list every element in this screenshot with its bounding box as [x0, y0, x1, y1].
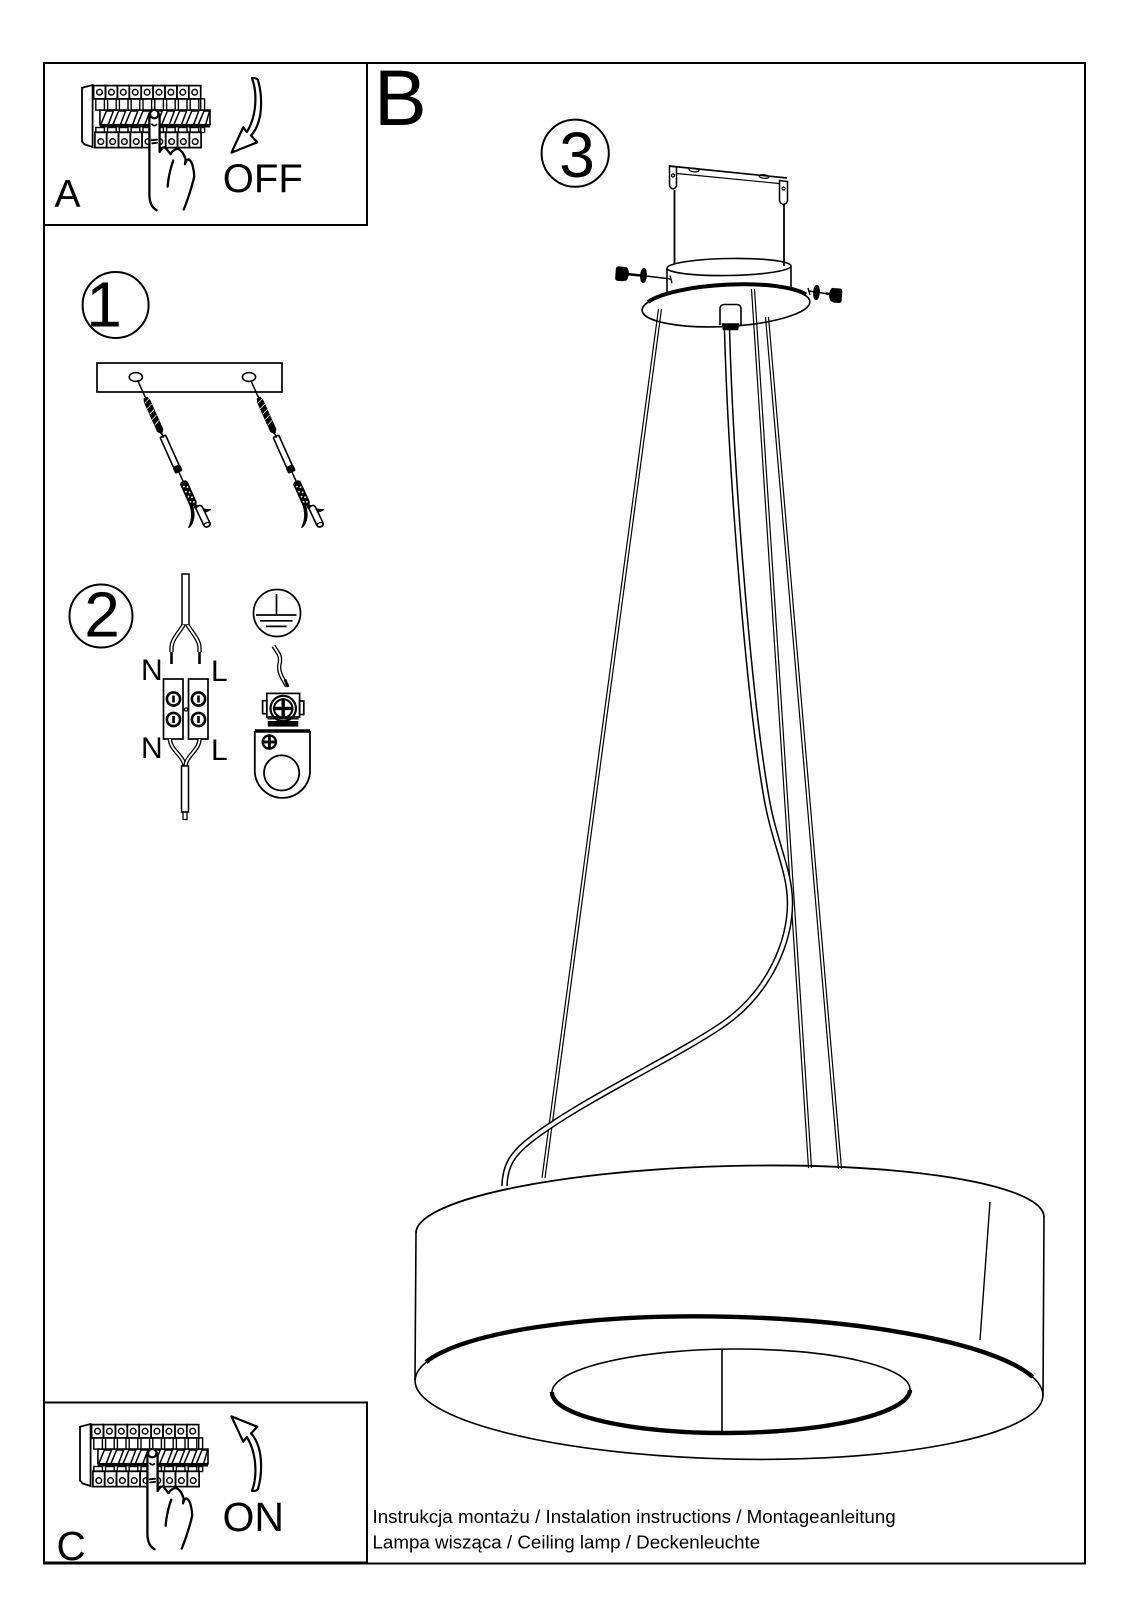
svg-text:L: L: [211, 655, 228, 688]
svg-text:Lampa wisząca / Ceiling lamp /: Lampa wisząca / Ceiling lamp / Deckenleu…: [373, 1532, 761, 1553]
svg-text:OFF: OFF: [223, 157, 303, 201]
svg-text:ON: ON: [223, 1494, 285, 1540]
svg-text:C: C: [57, 1523, 86, 1569]
svg-text:N: N: [141, 732, 163, 765]
svg-text:Instrukcja montażu / Instalati: Instrukcja montażu / Instalation instruc…: [373, 1506, 896, 1527]
svg-text:N: N: [141, 654, 163, 687]
svg-text:L: L: [211, 734, 228, 767]
svg-text:3: 3: [559, 119, 595, 191]
svg-text:1: 1: [86, 269, 122, 341]
svg-text:B: B: [374, 53, 427, 142]
svg-text:A: A: [55, 173, 81, 216]
svg-text:2: 2: [84, 579, 120, 651]
